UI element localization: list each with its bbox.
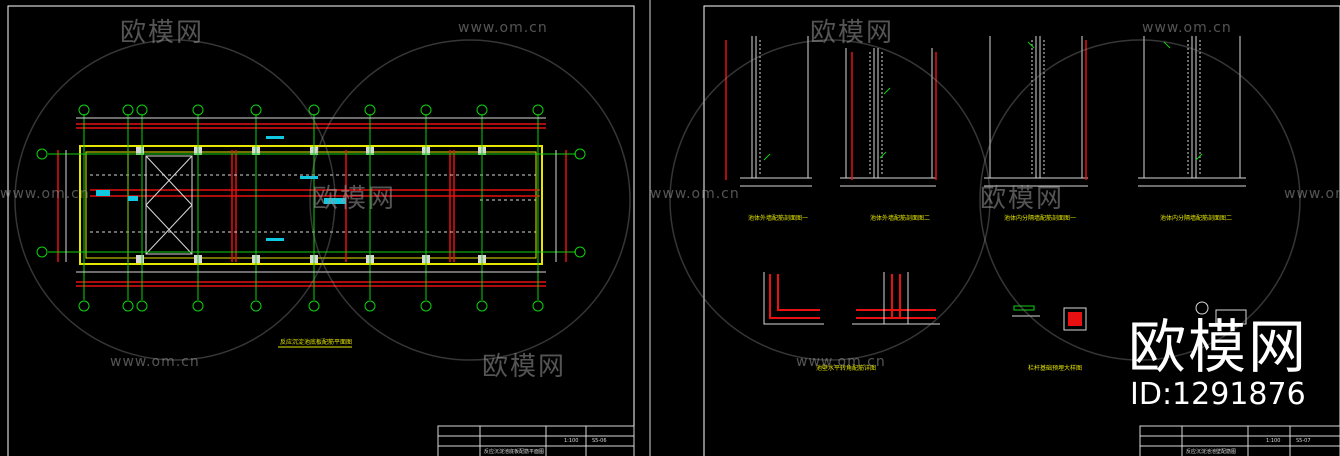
watermark-brand: 欧模网: [810, 18, 895, 48]
left-title-block: [437, 425, 635, 456]
right-sheet: 池体外墙配筋剖面图一 池体外墙配筋剖面图二 池体内分隔墙配筋剖面图一 池体内分隔…: [703, 5, 1340, 456]
section-dashed: [759, 40, 1201, 174]
plan-annotations: [96, 136, 346, 241]
watermark-arcs: [14, 39, 1301, 361]
watermark-url: www.om.cn: [458, 20, 548, 36]
railing-detail: [1012, 301, 1247, 331]
left-title-scale: 1:100: [564, 438, 578, 444]
watermark-url: www.om.cn: [650, 186, 740, 202]
watermark-brand: 欧模网: [482, 352, 567, 382]
left-sheet-frame: [7, 5, 635, 456]
left-title-sheet: S5-06: [592, 438, 607, 444]
plan-dimensions: [65, 117, 557, 273]
left-sheet: 反应沉淀池底板配筋平面图 反应沉淀池底板配筋平面图 1:100 S5-06: [7, 5, 635, 456]
detail-caption-2: 栏杆基础预埋大样图: [1028, 364, 1082, 372]
section-caption-1: 池体外墙配筋剖面图一: [748, 214, 808, 222]
right-title-scale: 1:100: [1266, 438, 1280, 444]
section-caption-2: 池体外墙配筋剖面图二: [870, 214, 930, 222]
section-rebar: [725, 40, 1087, 180]
corner-details: [769, 274, 936, 319]
plan-axis-bubbles: [36, 104, 586, 312]
watermark-brand: 欧模网: [312, 184, 397, 214]
section-caption-4: 池体内分隔墙配筋剖面图二: [1160, 214, 1232, 222]
wall-sections: [740, 36, 1246, 187]
left-title-name: 反应沉淀池底板配筋平面图: [484, 448, 544, 455]
watermark-brand: 欧模网: [120, 18, 205, 48]
plan-axes: [48, 114, 576, 300]
brand-overlay-title: 欧模网: [1128, 313, 1309, 381]
section-markers: [763, 41, 1203, 161]
plan-crossbracing: [145, 155, 193, 255]
right-title-name: 反应沉淀池池壁配筋图: [1186, 448, 1236, 455]
watermark-url: www.om.cn: [0, 186, 90, 202]
brand-overlay-id: ID:1291876: [1130, 377, 1306, 412]
corner-details-white: [763, 272, 940, 325]
railing-embed: [1068, 312, 1082, 326]
right-title-sheet: S5-07: [1296, 438, 1311, 444]
section-caption-3: 池体内分隔墙配筋剖面图一: [1004, 214, 1076, 222]
right-title-block: [1139, 425, 1340, 456]
right-sheet-frame: [703, 5, 1340, 456]
detail-caption-1: 池壁水平转角配筋详图: [816, 364, 876, 372]
watermark-url: www.om.cn: [1284, 186, 1340, 202]
watermark-url: www.om.cn: [110, 354, 200, 370]
watermark-brand: 欧模网: [980, 184, 1065, 214]
plan-caption: 反应沉淀池底板配筋平面图: [280, 338, 352, 346]
watermark-url: www.om.cn: [796, 354, 886, 370]
watermark-url: www.om.cn: [1142, 20, 1232, 36]
